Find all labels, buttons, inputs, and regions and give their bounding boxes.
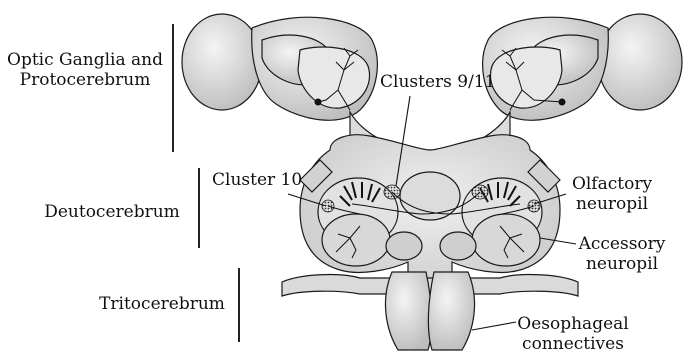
leader-oesophageal: [472, 322, 516, 330]
label-olfactory-line2: neuropil: [566, 194, 658, 214]
label-accessory-line2: neuropil: [572, 254, 672, 274]
label-tritocerebrum: Tritocerebrum: [96, 294, 228, 314]
label-oesophageal-connectives: Oesophageal connectives: [514, 314, 632, 354]
label-optic-ganglia: Optic Ganglia and Protocerebrum: [4, 50, 166, 90]
label-accessory-line1: Accessory: [572, 234, 672, 254]
label-optic-line2: Protocerebrum: [4, 70, 166, 90]
bracket-deutocerebrum: [198, 168, 200, 248]
label-deutocerebrum: Deutocerebrum: [38, 202, 186, 222]
label-olfactory-neuropil: Olfactory neuropil: [566, 174, 658, 214]
label-optic-line1: Optic Ganglia and: [4, 50, 166, 70]
left-accessory-lobe: [322, 214, 390, 266]
left-oesophageal-connective: [385, 272, 431, 350]
label-accessory-neuropil: Accessory neuropil: [572, 234, 672, 274]
label-clusters-9-11: Clusters 9/11: [380, 72, 495, 92]
right-central-lobe: [440, 232, 476, 260]
right-oesophageal-connective: [428, 272, 474, 350]
right-accessory-lobe: [472, 214, 540, 266]
left-optic-lobe: [182, 14, 377, 120]
label-olfactory-line1: Olfactory: [566, 174, 658, 194]
right-optic-lobe: [483, 14, 682, 120]
bracket-protocerebrum: [172, 24, 174, 152]
label-oesophageal-line1: Oesophageal: [514, 314, 632, 334]
label-oesophageal-line2: connectives: [514, 334, 632, 354]
bracket-tritocerebrum: [238, 268, 240, 342]
label-cluster-10: Cluster 10: [212, 170, 302, 190]
left-central-lobe: [386, 232, 422, 260]
